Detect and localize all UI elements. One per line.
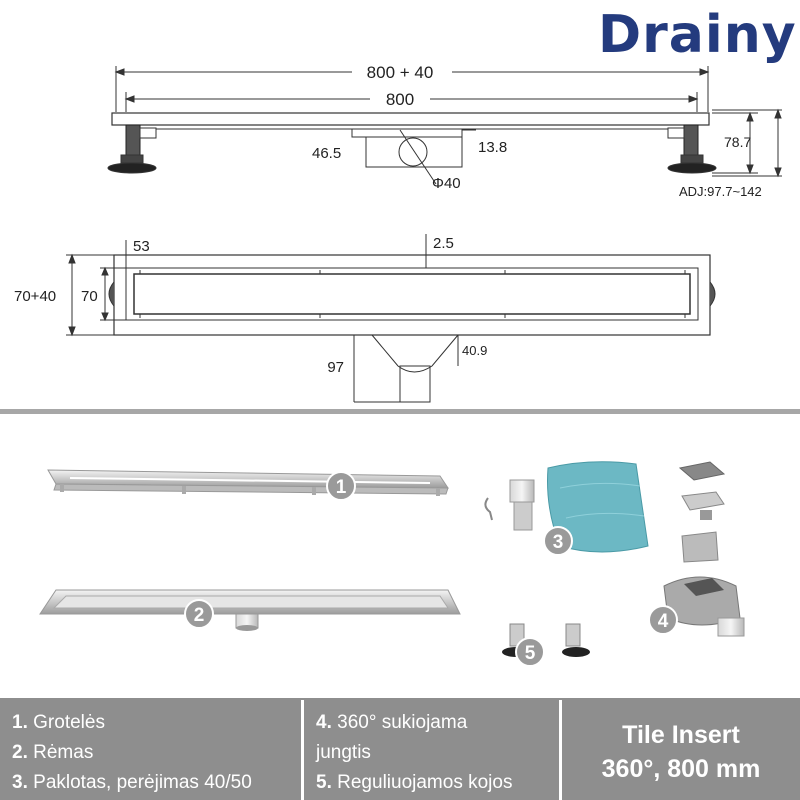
badge-5: 5	[515, 637, 545, 667]
dim-outlet-height: 40.9	[462, 343, 487, 358]
dim-slope: 2.5	[433, 235, 454, 252]
dim-edge: 53	[133, 238, 150, 255]
dim-outer-width: 70+40	[14, 288, 56, 305]
dim-outlet-depth: 97	[327, 359, 344, 376]
legend-item: 1. Grotelės	[12, 712, 105, 733]
dim-pipe-offset: 46.5	[312, 145, 341, 162]
legend-item: 4. 360° sukiojama	[316, 712, 468, 733]
legend-col-1: 1. Grotelės 2. Rėmas 3. Paklotas, perėji…	[0, 704, 300, 796]
legend-separator	[301, 700, 304, 800]
part-frame	[39, 589, 461, 631]
right-adjustable-foot	[667, 124, 717, 174]
part-grate	[47, 469, 449, 496]
dim-adjust-range: ADJ:97.7~142	[679, 184, 762, 199]
badge-2-number: 2	[194, 605, 205, 626]
badge-1-number: 1	[336, 477, 347, 498]
legend-col-2: 4. 360° sukiojama jungtis 5. Reguliuojam…	[304, 704, 558, 796]
left-adjustable-foot	[107, 124, 157, 174]
badge-4-number: 4	[658, 611, 669, 632]
badge-1: 1	[326, 471, 356, 501]
legend-item: 2. Rėmas	[12, 742, 94, 763]
badge-3: 3	[543, 526, 573, 556]
part-membrane	[547, 461, 649, 553]
technical-drawing: 800 + 40 800	[14, 60, 782, 403]
brand-logo: Drainy	[598, 4, 797, 66]
badge-4: 4	[648, 605, 678, 635]
badge-5-number: 5	[525, 643, 536, 664]
product-title-box: Tile Insert 360°, 800 mm	[562, 704, 800, 796]
dim-outlet-gap: 13.8	[478, 139, 507, 156]
product-name: Tile Insert	[622, 721, 740, 749]
dim-inner-length: 800	[386, 90, 414, 109]
badge-2: 2	[184, 599, 214, 629]
outlet-plan	[353, 334, 459, 403]
legend-item: 5. Reguliuojamos kojos	[316, 772, 513, 793]
legend-item: jungtis	[316, 742, 371, 763]
dim-outlet-diameter: Φ40	[432, 175, 461, 192]
badge-3-number: 3	[553, 532, 564, 553]
dim-overall-length: 800 + 40	[367, 63, 434, 82]
section-divider	[0, 409, 800, 414]
plan-view: 53 2.5 70+40 70 97 40.9	[14, 234, 716, 403]
side-view: 800 + 40 800	[107, 60, 782, 199]
dim-inner-width: 70	[81, 288, 98, 305]
product-spec: 360°, 800 mm	[601, 755, 761, 783]
part-transition	[484, 479, 535, 531]
parts-illustration: 1 2 3 4	[39, 461, 745, 667]
legend-separator	[559, 700, 562, 800]
legend-item: 3. Paklotas, perėjimas 40/50	[12, 772, 252, 793]
dim-height: 78.7	[724, 134, 751, 150]
outlet-side	[351, 128, 463, 185]
part-siphon	[663, 461, 745, 637]
brand-name: Drainy	[598, 5, 797, 65]
